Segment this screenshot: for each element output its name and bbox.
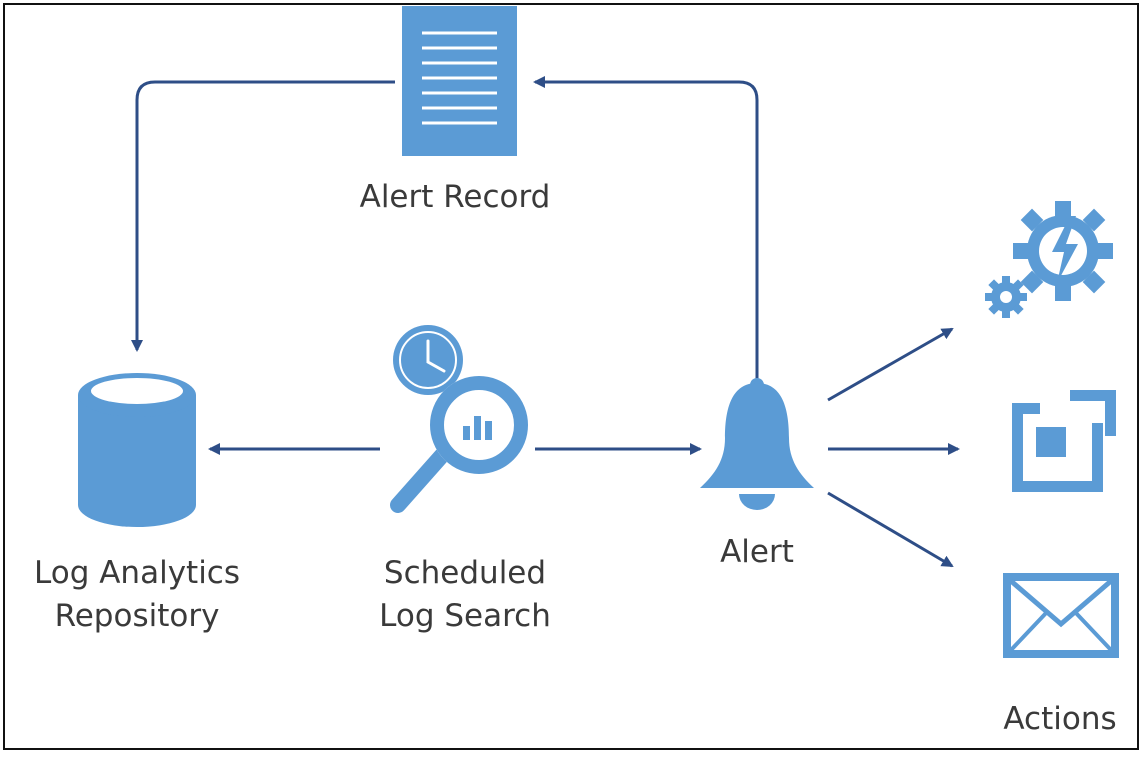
repository-label-line1: Log Analytics — [34, 555, 240, 591]
database-icon — [78, 373, 196, 527]
repository-label: Log Analytics Repository — [12, 552, 262, 638]
arrow-alert-to-record — [533, 76, 759, 380]
document-icon — [402, 6, 517, 156]
alert-label: Alert — [720, 534, 794, 570]
automation-gear-icon — [985, 201, 1113, 318]
arrow-alert-to-automation — [827, 327, 954, 402]
email-icon — [1003, 573, 1119, 658]
webhook-icon — [1012, 390, 1116, 492]
repository-label-line2: Repository — [54, 598, 220, 634]
arrow-record-to-repository — [131, 80, 395, 352]
actions-label: Actions — [1003, 701, 1117, 737]
scheduled-search-label-line1: Scheduled — [383, 555, 547, 591]
scheduled-search-label-line2: Log Search — [379, 598, 551, 634]
scheduled-search-label: Scheduled Log Search — [345, 552, 585, 638]
diagram-border — [3, 3, 1139, 750]
alert-record-label: Alert Record — [359, 179, 551, 215]
arrow-alert-to-email — [827, 491, 954, 568]
bell-icon — [700, 378, 814, 510]
clock-magnifier-icon — [390, 325, 528, 513]
connectors — [131, 76, 960, 568]
